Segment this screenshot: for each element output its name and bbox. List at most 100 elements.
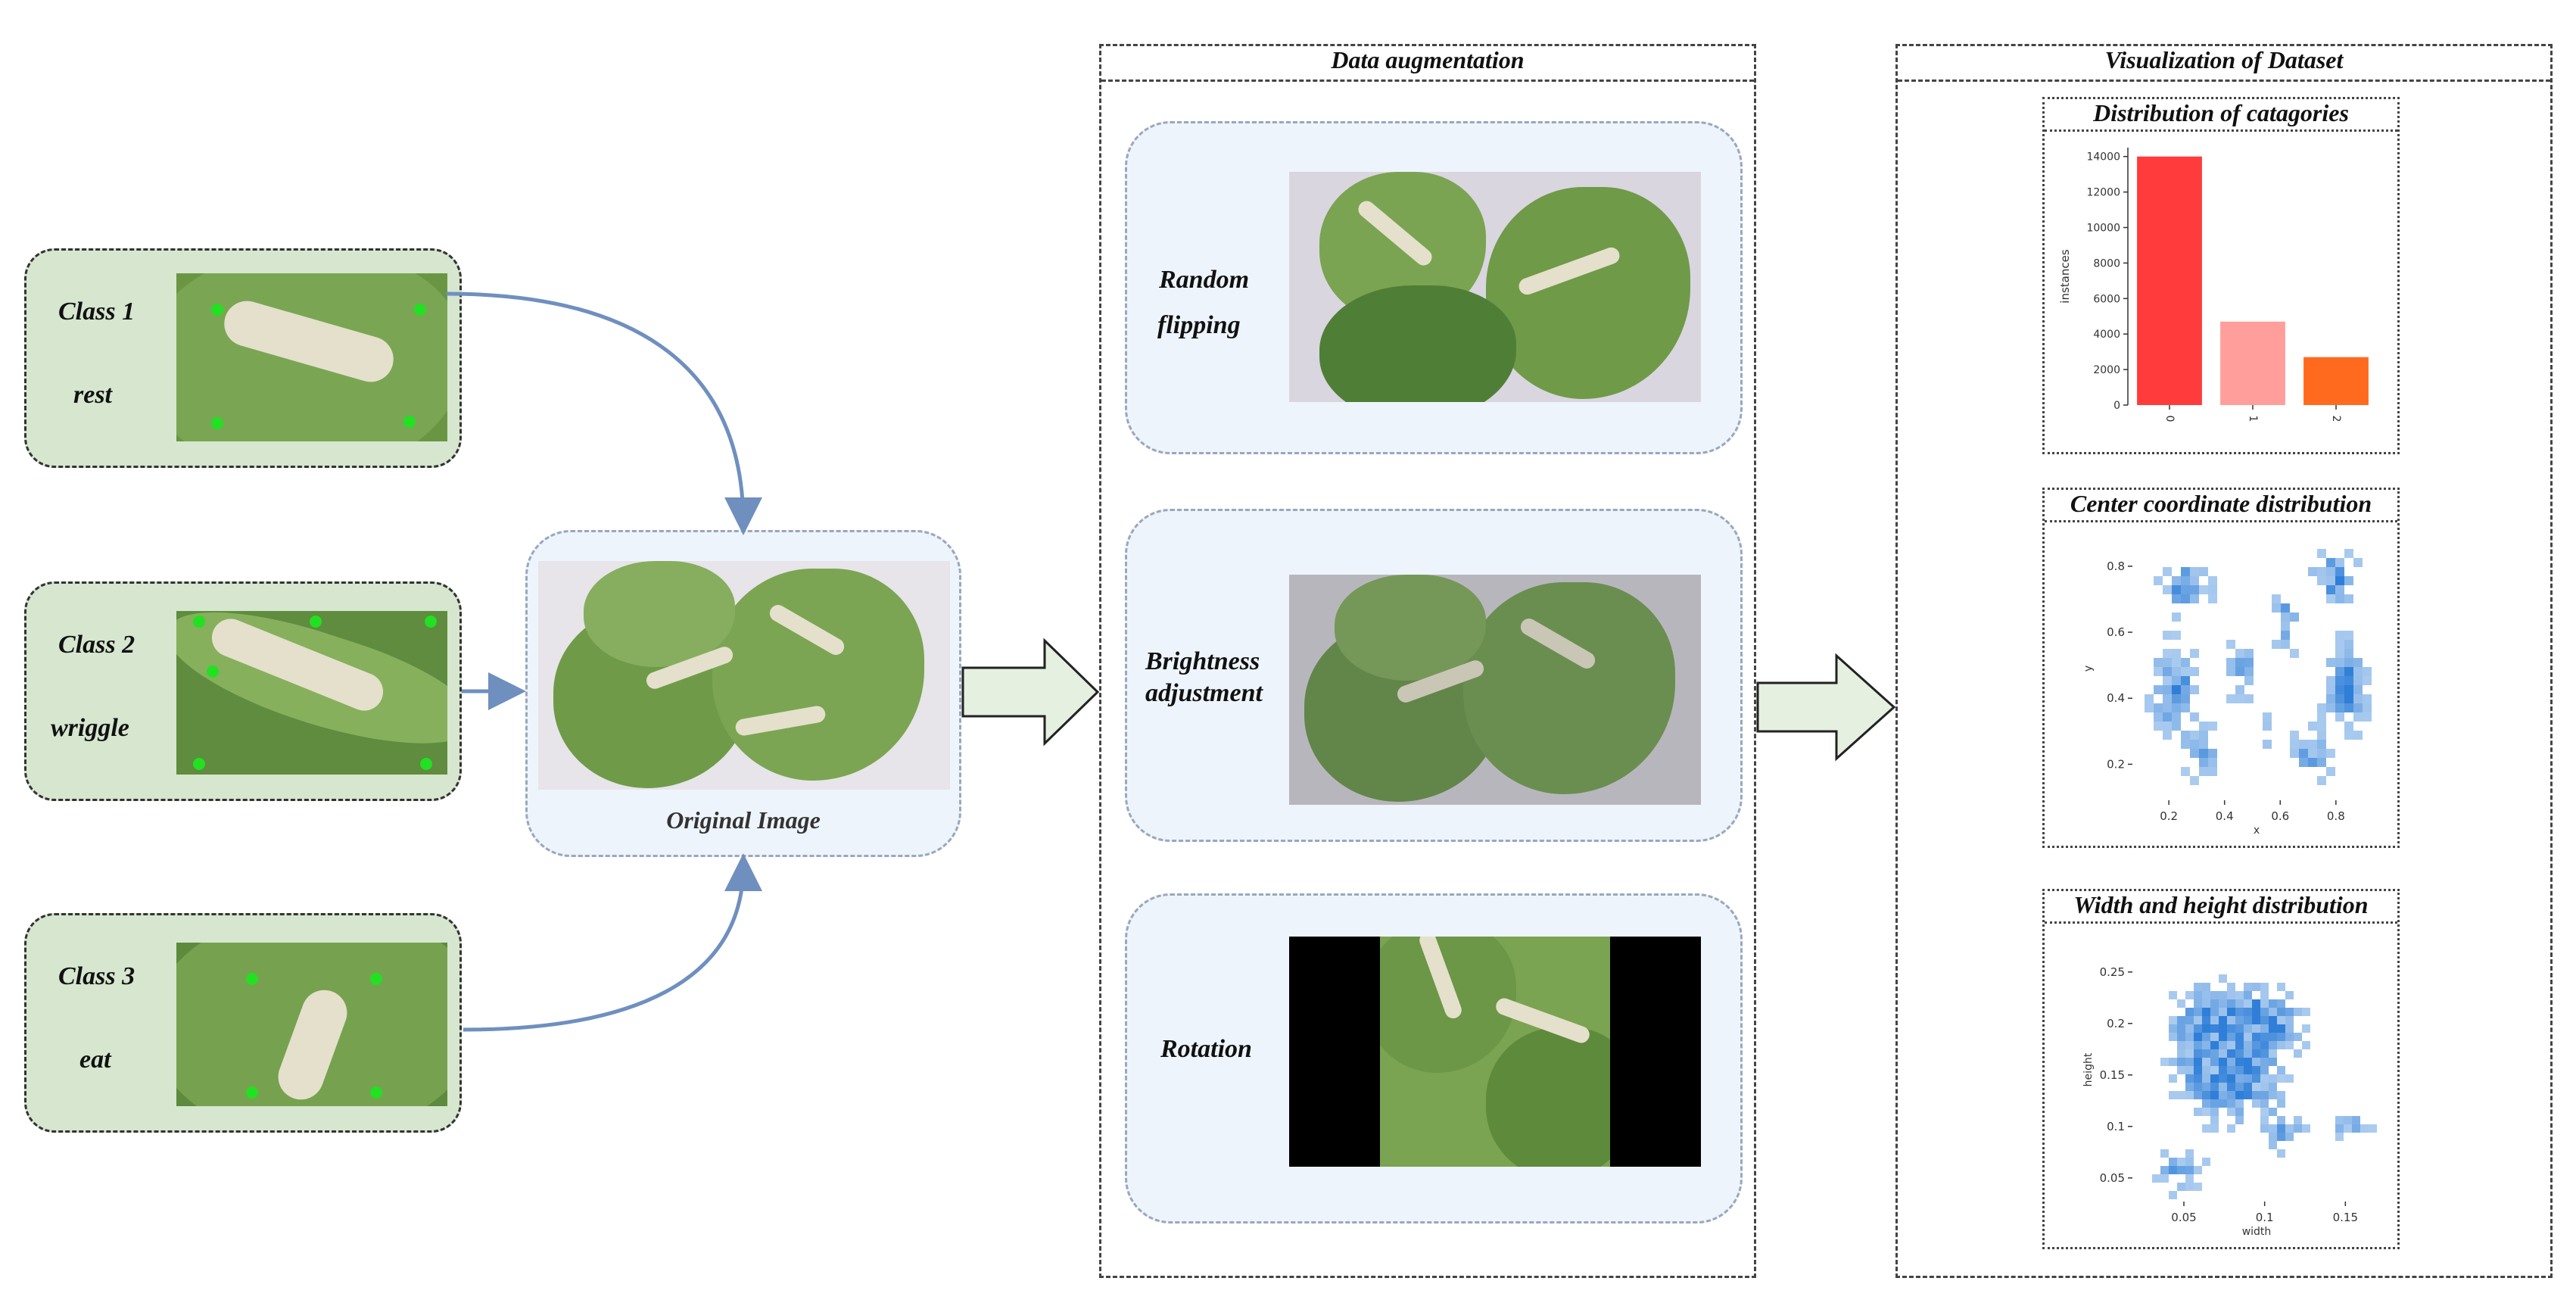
aug-image-rotated: [1289, 937, 1701, 1167]
heat-cell: [2199, 767, 2208, 776]
heat-cell: [2169, 1191, 2177, 1199]
heat-cell: [2181, 585, 2190, 594]
heat-cell: [2194, 1058, 2202, 1066]
heat-cell: [2181, 731, 2190, 740]
heat-cell: [2277, 1033, 2285, 1041]
heat-cell: [2290, 613, 2299, 622]
class-name: wriggle: [51, 714, 129, 742]
y-tick-label: 0.2: [2107, 757, 2125, 771]
y-tick-label: 14000: [2086, 151, 2120, 164]
heat-cell: [2235, 694, 2244, 703]
heat-cell: [2317, 576, 2326, 585]
heat-cell: [2285, 1008, 2294, 1016]
heat-cell: [2160, 1166, 2169, 1174]
heat-cell: [2219, 1058, 2227, 1066]
heat-cell: [2269, 1024, 2277, 1033]
heat-cell: [2202, 1124, 2210, 1133]
heat-cell: [2172, 649, 2181, 658]
heat-cell: [2154, 722, 2163, 731]
heat-cell: [2326, 703, 2335, 712]
heat-cell: [2219, 1091, 2227, 1099]
heat-cell: [2226, 694, 2235, 703]
heat-cell: [2190, 649, 2199, 658]
heat-cell: [2210, 999, 2219, 1008]
heat-cell: [2252, 1091, 2260, 1099]
heat-cell: [2335, 585, 2344, 594]
heat-cell: [2160, 1058, 2169, 1066]
heat-cell: [2185, 1058, 2194, 1066]
heat-cell: [2169, 1033, 2177, 1041]
heat-cell: [2308, 740, 2317, 749]
heat-cell: [2244, 1066, 2252, 1074]
heat-cell: [2244, 1033, 2252, 1041]
heat-cell: [2235, 1091, 2244, 1099]
heat-cell: [2177, 1049, 2185, 1058]
heat-cell: [2194, 1033, 2202, 1041]
heat-cell: [2294, 1116, 2302, 1124]
class-card-3: Class 3 eat: [24, 913, 462, 1133]
heat-cell: [2344, 594, 2353, 603]
heat-cell: [2235, 1066, 2244, 1074]
heat-cell: [2190, 585, 2199, 594]
heat-cell: [2235, 999, 2244, 1008]
heat-cell: [2219, 1066, 2227, 1074]
heat-cell: [2317, 749, 2326, 758]
heat-cell: [2194, 1091, 2202, 1099]
heat-cell: [2210, 1008, 2219, 1016]
heat-cell: [2154, 703, 2163, 712]
heat-cell: [2219, 991, 2227, 999]
heat-cell: [2199, 758, 2208, 767]
heat-cell: [2235, 1016, 2244, 1024]
heat-cell: [2302, 1124, 2310, 1133]
heat-cell: [2194, 1008, 2202, 1016]
heat-cell: [2202, 1008, 2210, 1016]
heat-cell: [2277, 1133, 2285, 1141]
heat-cell: [2210, 1116, 2219, 1124]
heat-cell: [2269, 1091, 2277, 1099]
heat-cell: [2194, 1049, 2202, 1058]
heat-cell: [2210, 1066, 2219, 1074]
heat-cell: [2227, 983, 2235, 991]
y-tick-label: 0.6: [2107, 625, 2125, 639]
x-tick-label: 2: [2330, 416, 2342, 422]
heat-cell: [2172, 613, 2181, 622]
heat-cell: [2194, 983, 2202, 991]
heat-cell: [2277, 1091, 2285, 1099]
heat-cell: [2344, 649, 2353, 658]
heat-cell: [2210, 991, 2219, 999]
heat-cell: [2269, 1074, 2277, 1083]
heat-cell: [2163, 658, 2172, 667]
heat-cell: [2181, 567, 2190, 576]
heat-cell: [2353, 667, 2363, 676]
heat-cell: [2317, 712, 2326, 722]
heat-cell: [2269, 1141, 2277, 1149]
heat-cell: [2317, 549, 2326, 558]
heat-cell: [2227, 1058, 2235, 1066]
heat-cell: [2185, 1066, 2194, 1074]
heat-cell: [2244, 1041, 2252, 1049]
heat-cell: [2227, 1124, 2235, 1133]
heat-cell: [2190, 667, 2199, 676]
heat-cell: [2269, 1033, 2277, 1041]
heat-cell: [2294, 1008, 2302, 1016]
heat-cell: [2285, 1133, 2294, 1141]
heat-cell: [2190, 685, 2199, 694]
heat-cell: [2208, 749, 2217, 758]
heat-cell: [2235, 1108, 2244, 1116]
x-tick-label: 0.15: [2333, 1211, 2358, 1224]
heat-cell: [2235, 1099, 2244, 1108]
heat-cell: [2269, 1041, 2277, 1049]
y-tick-label: 0.15: [2100, 1068, 2125, 1082]
heat-cell: [2281, 640, 2290, 649]
aug-image-brightness: [1289, 575, 1701, 805]
heat-cell: [2181, 703, 2190, 712]
heat-cell: [2226, 667, 2235, 676]
heat-cell: [2317, 740, 2326, 749]
heat-cell: [2252, 1016, 2260, 1024]
heat-cell: [2163, 685, 2172, 694]
augmentation-title: Data augmentation: [1331, 46, 1525, 73]
heat-cell: [2177, 1033, 2185, 1041]
heat-cell: [2190, 576, 2199, 585]
heat-cell: [2299, 740, 2308, 749]
